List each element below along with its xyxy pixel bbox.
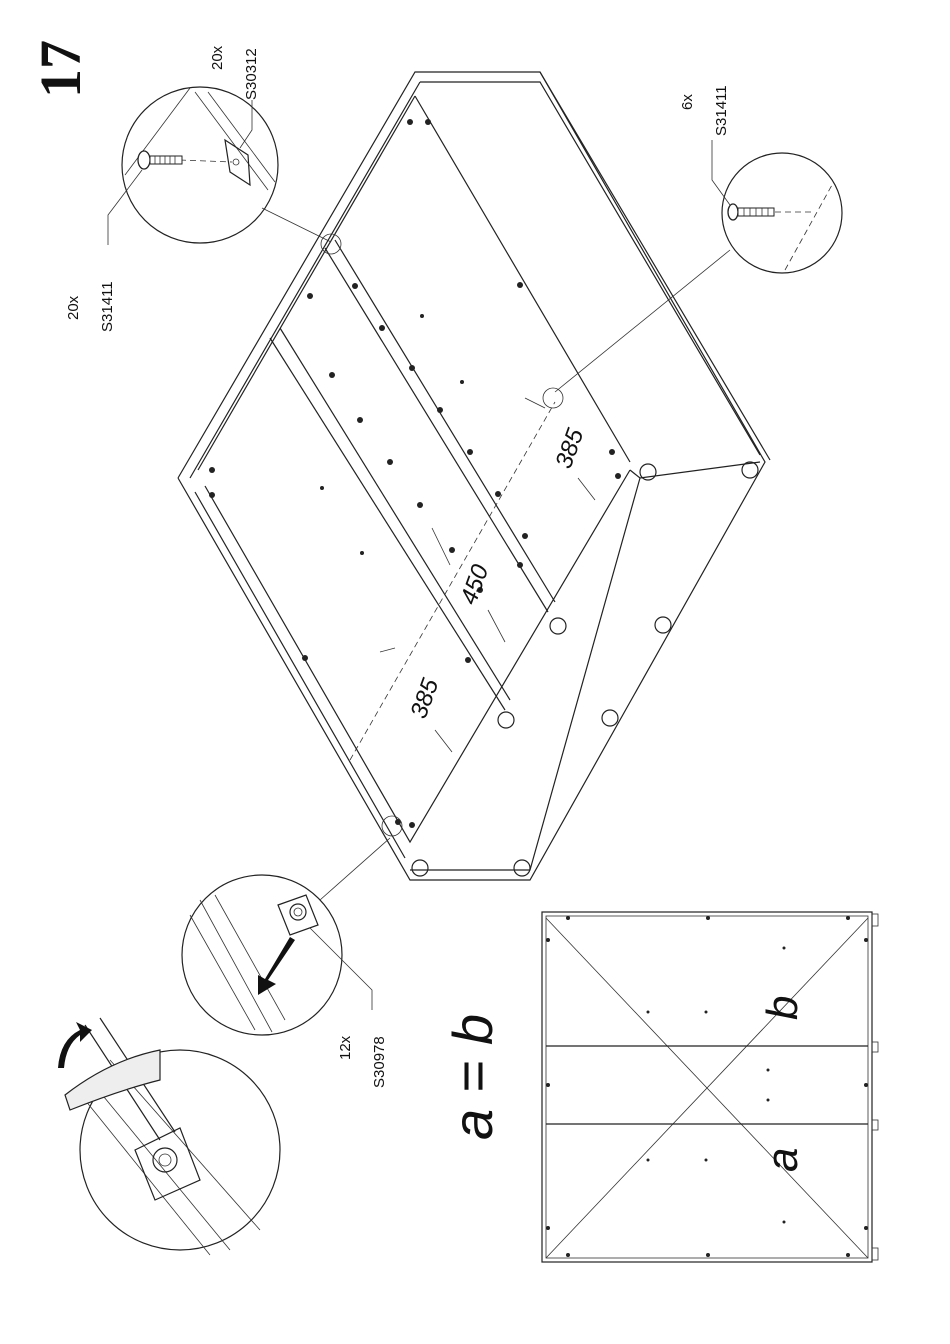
svg-text:a = b: a = b [441, 1014, 504, 1140]
arrow-icon [258, 937, 295, 995]
square-equation: a = b [441, 1014, 504, 1140]
rotate-arrow-icon [58, 1022, 92, 1068]
detail-connector [182, 838, 390, 1035]
step-number: 17 [28, 40, 93, 98]
svg-text:20x: 20x [209, 45, 226, 70]
svg-text:12x: 12x [337, 1035, 354, 1060]
square-check-diagram: b a [542, 912, 878, 1262]
callout-left-screw: 20x S31411 [65, 281, 116, 332]
bed-frame: 385 450 385 [178, 72, 770, 880]
screw-icon [138, 151, 182, 169]
callout-right-screw: 6x S31411 [679, 85, 730, 136]
svg-text:17: 17 [28, 40, 93, 98]
svg-text:S31411: S31411 [713, 85, 730, 136]
svg-text:S30312: S30312 [243, 48, 260, 100]
detail-screw-plate [108, 87, 331, 245]
diagonal-label-b: b [758, 996, 807, 1020]
svg-text:S30978: S30978 [371, 1036, 388, 1088]
dimension-385-upper: 385 [550, 425, 589, 472]
callout-connector: 12x S30978 [337, 1035, 388, 1088]
svg-text:S31411: S31411 [99, 281, 116, 332]
svg-text:6x: 6x [679, 94, 696, 110]
detail-right-screw [555, 140, 842, 392]
dimension-385-lower: 385 [405, 675, 444, 722]
svg-text:20x: 20x [65, 295, 82, 320]
callout-plate: 20x S30312 [209, 45, 260, 100]
dimension-450: 450 [455, 561, 494, 608]
diagonal-label-a: a [758, 1148, 807, 1172]
detail-tightening [58, 1018, 280, 1255]
